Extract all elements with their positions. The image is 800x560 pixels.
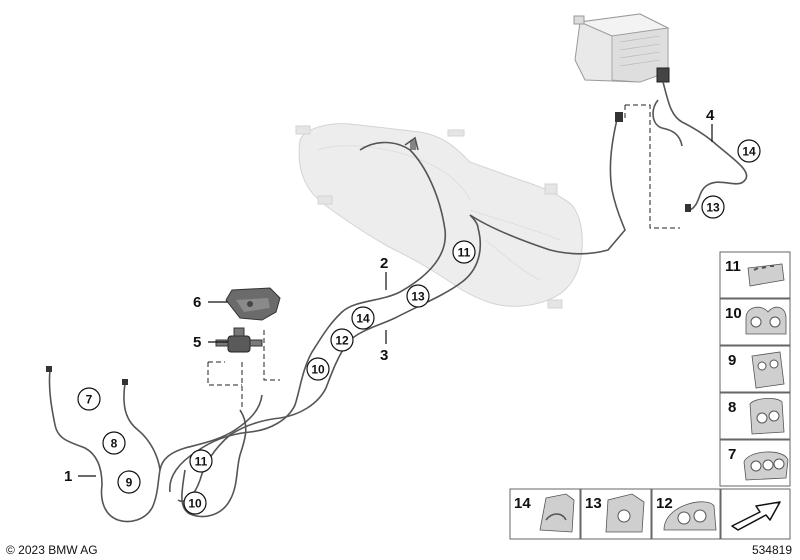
svg-text:12: 12 <box>656 495 673 512</box>
svg-text:14: 14 <box>742 145 756 159</box>
svg-text:13: 13 <box>411 290 425 304</box>
connection-indicator-left <box>207 361 243 408</box>
label-2: 2 <box>380 255 388 272</box>
charcoal-canister-illustration <box>573 13 670 83</box>
valve-part-5 <box>215 327 263 353</box>
callout-10-upper: 10 <box>306 357 330 381</box>
svg-text:14: 14 <box>356 312 370 326</box>
label-5: 5 <box>193 334 201 351</box>
line-4-pipe <box>469 81 748 255</box>
label-6: 6 <box>193 294 201 311</box>
label-3: 3 <box>380 347 388 364</box>
svg-text:8: 8 <box>111 437 118 451</box>
legend-box-11: 11 <box>719 251 791 299</box>
legend-box-14: 14 <box>509 488 581 540</box>
line-1-pipe <box>46 366 263 523</box>
callout-11-upper: 11 <box>452 240 476 264</box>
svg-text:14: 14 <box>514 495 531 512</box>
svg-text:12: 12 <box>335 334 349 348</box>
callout-13-center: 13 <box>406 284 430 308</box>
callout-13-right: 13 <box>701 195 725 219</box>
callout-14-right: 14 <box>737 139 761 163</box>
callout-9: 9 <box>117 470 141 494</box>
fuel-tank-illustration <box>295 123 583 309</box>
line-2-pipe <box>169 136 447 493</box>
callout-10-lower: 10 <box>183 491 207 515</box>
svg-text:7: 7 <box>86 393 93 407</box>
label-1: 1 <box>64 468 72 485</box>
svg-text:11: 11 <box>458 246 471 260</box>
connection-indicator-right <box>625 104 680 229</box>
legend-box-10: 10 <box>719 298 791 346</box>
legend-box-13: 13 <box>580 488 652 540</box>
legend-box-7: 7 <box>719 439 791 487</box>
legend-box-arrow <box>720 488 791 540</box>
legend-box-12: 12 <box>651 488 721 540</box>
callout-8: 8 <box>102 431 126 455</box>
svg-text:10: 10 <box>725 305 742 322</box>
bracket-part-6 <box>225 287 281 321</box>
svg-text:9: 9 <box>126 476 133 490</box>
legend-box-9: 9 <box>719 345 791 393</box>
callout-14-center: 14 <box>351 306 375 330</box>
svg-text:10: 10 <box>188 497 202 511</box>
callout-7: 7 <box>77 387 101 411</box>
svg-text:7: 7 <box>728 446 736 463</box>
svg-text:13: 13 <box>585 495 602 512</box>
label-4: 4 <box>706 107 715 124</box>
svg-text:9: 9 <box>728 352 736 369</box>
svg-text:13: 13 <box>706 201 720 215</box>
svg-text:11: 11 <box>195 455 208 469</box>
svg-text:11: 11 <box>725 258 741 275</box>
callout-11-lower: 11 <box>189 449 213 473</box>
diagram-id: 534819 <box>752 543 792 557</box>
callout-12: 12 <box>330 328 354 352</box>
svg-text:8: 8 <box>728 399 736 416</box>
svg-text:10: 10 <box>311 363 325 377</box>
legend-box-8: 8 <box>719 392 791 440</box>
connection-indicator-left-b <box>263 330 280 381</box>
copyright-text: © 2023 BMW AG <box>6 543 98 557</box>
